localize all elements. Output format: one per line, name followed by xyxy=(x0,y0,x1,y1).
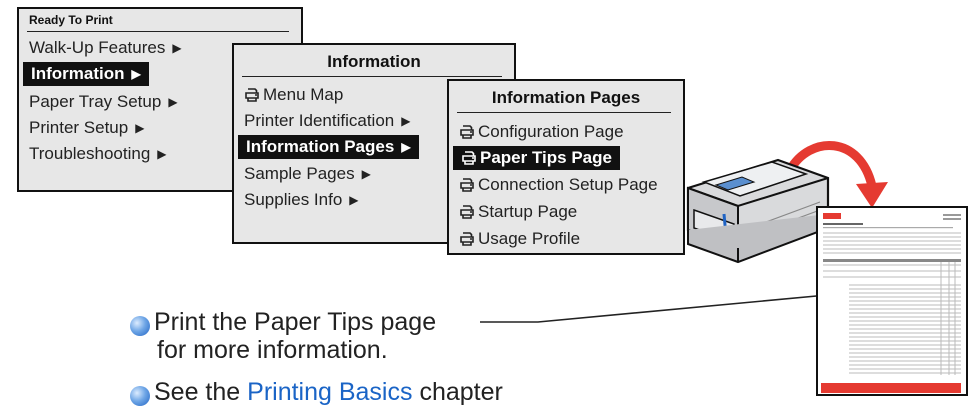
menu-item-startup-page[interactable]: Startup Page xyxy=(459,200,577,224)
bullet-text-suffix: chapter xyxy=(412,378,503,406)
menu-item-label: Printer Identification xyxy=(244,111,395,130)
submenu-arrow-icon: ▶ xyxy=(349,193,359,207)
submenu-arrow-icon: ▶ xyxy=(131,67,141,81)
submenu-arrow-icon: ▶ xyxy=(135,121,145,135)
menu-item-sample-pages[interactable]: Sample Pages ▶ xyxy=(244,162,371,186)
divider xyxy=(27,31,289,32)
submenu-arrow-icon: ▶ xyxy=(168,95,178,109)
menu-item-walk-up-features[interactable]: Walk-Up Features ▶ xyxy=(29,36,182,60)
menu-item-menu-map[interactable]: Menu Map xyxy=(244,83,343,107)
information-pages-panel: Information Pages Configuration Page Pap… xyxy=(447,79,685,255)
panel-title: Information xyxy=(327,52,421,71)
printer-icon xyxy=(459,204,475,220)
printer-illustration-icon xyxy=(686,158,830,264)
printer-icon xyxy=(459,231,475,247)
submenu-arrow-icon: ▶ xyxy=(172,41,182,55)
menu-item-paper-tips-page[interactable]: Paper Tips Page xyxy=(453,146,620,170)
bullet-text: See the Printing Basics chapter xyxy=(154,378,503,406)
printer-icon xyxy=(461,150,477,166)
menu-item-paper-tray-setup[interactable]: Paper Tray Setup ▶ xyxy=(29,90,178,114)
bullet-text: Print the Paper Tips page xyxy=(154,308,437,336)
divider xyxy=(457,112,671,113)
submenu-arrow-icon: ▶ xyxy=(401,114,411,128)
menu-item-troubleshooting[interactable]: Troubleshooting ▶ xyxy=(29,142,167,166)
menu-item-configuration-page[interactable]: Configuration Page xyxy=(459,120,624,144)
menu-item-label: Information Pages xyxy=(246,137,395,156)
menu-item-label: Sample Pages xyxy=(244,164,355,183)
submenu-arrow-icon: ▶ xyxy=(361,167,371,181)
printer-icon xyxy=(244,87,260,103)
menu-item-connection-setup-page[interactable]: Connection Setup Page xyxy=(459,173,658,197)
bullet-text-continued: for more information. xyxy=(157,336,388,364)
menu-item-supplies-info[interactable]: Supplies Info ▶ xyxy=(244,188,359,212)
menu-item-information[interactable]: Information ▶ xyxy=(23,62,149,86)
menu-item-label: Paper Tips Page xyxy=(480,148,612,167)
printing-basics-link[interactable]: Printing Basics xyxy=(247,378,413,406)
status-text: Ready To Print xyxy=(29,13,113,27)
menu-item-usage-profile[interactable]: Usage Profile xyxy=(459,227,580,251)
menu-item-information-pages[interactable]: Information Pages ▶ xyxy=(238,135,419,159)
menu-item-label: Startup Page xyxy=(478,202,578,221)
menu-item-label: Paper Tray Setup xyxy=(29,92,162,111)
callout-line xyxy=(480,293,839,323)
menu-item-label: Usage Profile xyxy=(478,229,581,248)
menu-item-label: Walk-Up Features xyxy=(29,38,166,57)
menu-item-printer-setup[interactable]: Printer Setup ▶ xyxy=(29,116,144,140)
menu-item-label: Menu Map xyxy=(263,85,344,104)
printer-icon xyxy=(459,124,475,140)
paper-tips-page-illustration xyxy=(816,206,968,396)
menu-item-label: Supplies Info xyxy=(244,190,343,209)
bullet-icon xyxy=(130,386,150,406)
bullet-icon xyxy=(130,316,150,336)
menu-item-label: Information xyxy=(31,64,125,83)
menu-item-label: Connection Setup Page xyxy=(478,175,658,194)
menu-item-label: Configuration Page xyxy=(478,122,624,141)
menu-item-printer-identification[interactable]: Printer Identification ▶ xyxy=(244,109,410,133)
printer-icon xyxy=(459,177,475,193)
panel-title: Information Pages xyxy=(491,88,641,107)
divider xyxy=(242,76,502,77)
menu-item-label: Printer Setup xyxy=(29,118,129,137)
bullet-text-prefix: See the xyxy=(154,378,248,406)
submenu-arrow-icon: ▶ xyxy=(157,147,167,161)
submenu-arrow-icon: ▶ xyxy=(401,140,411,154)
menu-item-label: Troubleshooting xyxy=(29,144,151,163)
